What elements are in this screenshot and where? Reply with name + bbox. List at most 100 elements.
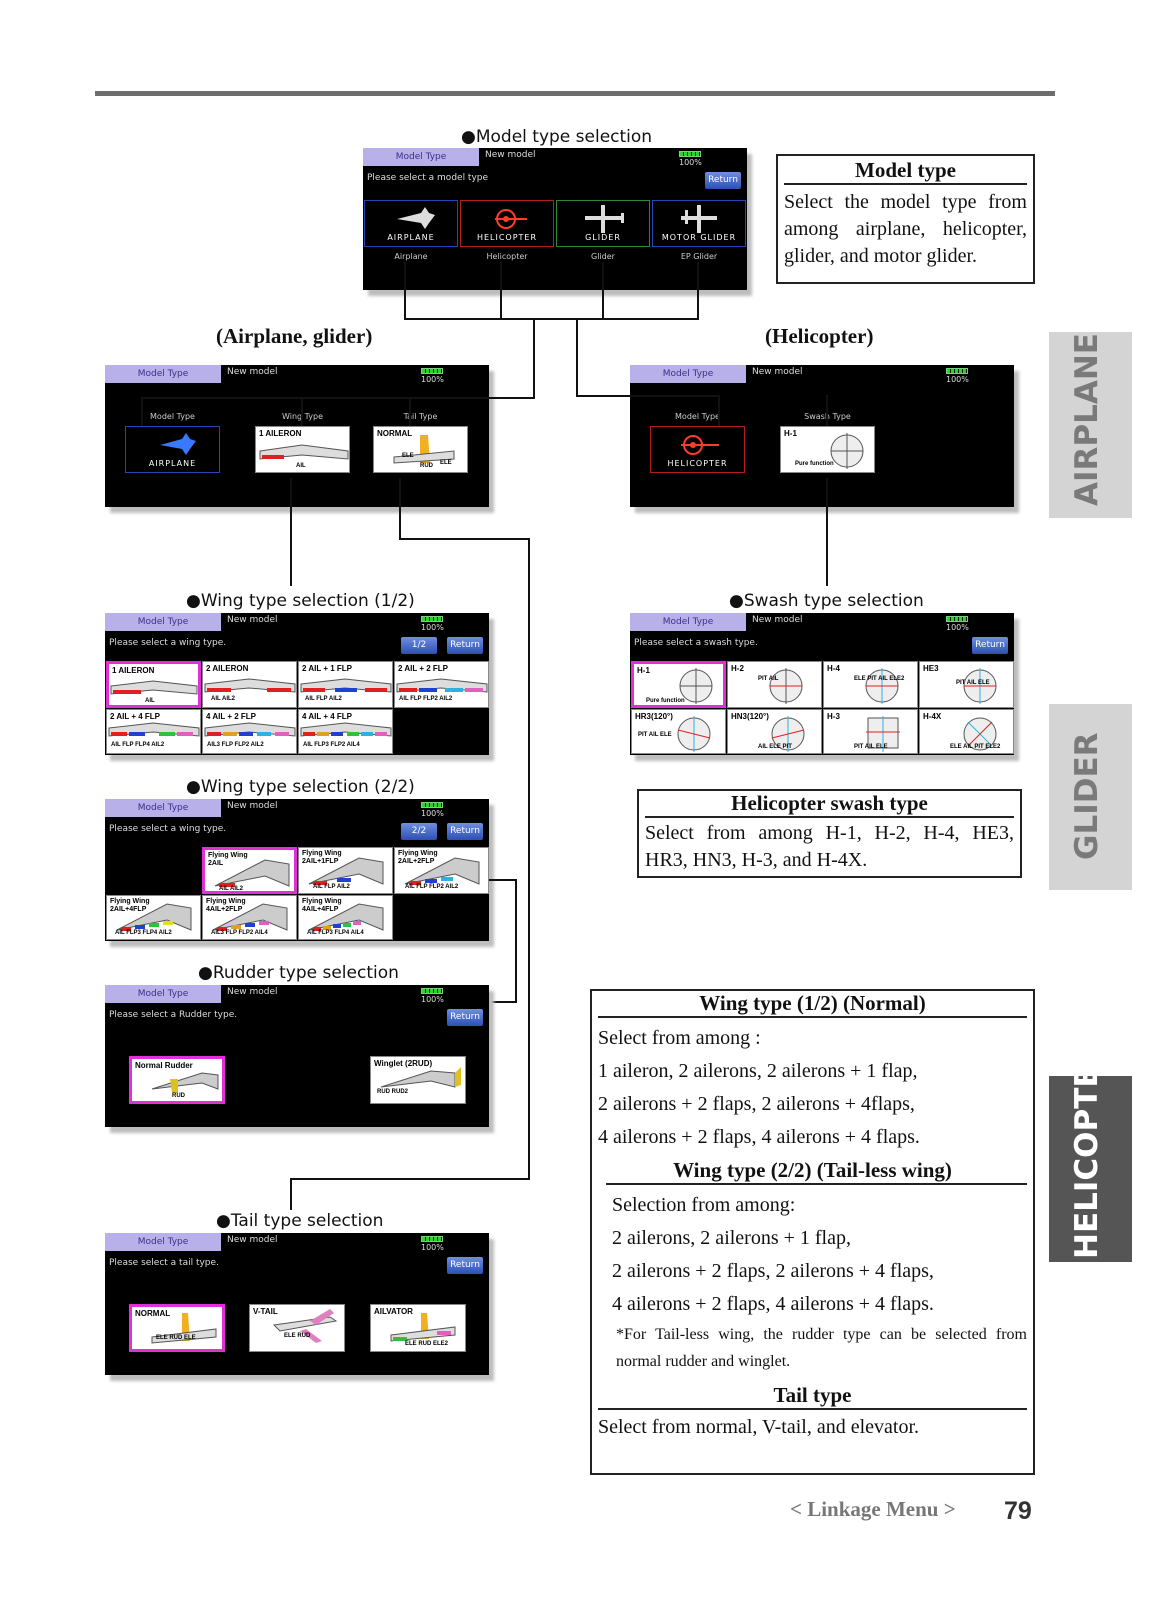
model-tile-airplane[interactable]: AIRPLANE <box>364 200 458 247</box>
airplane-model-tile[interactable]: AIRPLANE <box>125 426 220 473</box>
swash-tile-h4x[interactable]: H-4X ELE AIL PIT ELE2 <box>919 709 1014 754</box>
tile-name: Flying Wing 2AIL+1FLP <box>302 850 342 865</box>
tile-sub: ELE PIT AIL ELE2 <box>854 676 905 682</box>
wing-tile-fw-2ail-4flp[interactable]: Flying Wing 2AIL+4FLP AIL FLP3 FLP4 AIL2 <box>106 895 201 940</box>
tile-name: AIRPLANE <box>148 459 197 468</box>
tile-name: V-TAIL <box>253 1307 278 1316</box>
screen-tag: Model Type <box>363 148 479 166</box>
tile-sub: AIL FLP3 FLP4 AIL4 <box>307 930 364 936</box>
flying-wing-icon <box>214 859 290 887</box>
divider <box>784 183 1027 185</box>
wing-tile-2ail-4flp[interactable]: 2 AIL + 4 FLP AIL FLP FLP4 AIL2 <box>106 709 201 754</box>
tile-sub: PIT AIL ELE <box>956 680 990 686</box>
return-button[interactable]: Return <box>447 1257 483 1274</box>
connector <box>826 395 828 426</box>
swash-box-body: Select from among H-1, H-2, H-4, HE3, HR… <box>645 822 1014 871</box>
tile-sub: PIT AIL ELE <box>638 732 672 738</box>
tail-tile-normal[interactable]: NORMAL ELE RUD ELE <box>129 1304 225 1352</box>
connector <box>290 1178 530 1180</box>
swash-tile-he3[interactable]: HE3 PIT AIL ELE <box>919 661 1014 708</box>
tile-name: Flying Wing 2AIL+4FLP <box>110 898 150 913</box>
screen-header: Model Type New model 100% <box>363 148 747 167</box>
model-type-box-body: Select the model type from among airplan… <box>784 191 1027 267</box>
wing-tile-fw-2ail-1flp[interactable]: Flying Wing 2AIL+1FLP AIL FLP AIL2 <box>298 847 393 894</box>
model-tile-helicopter[interactable]: HELICOPTER <box>460 200 554 247</box>
tile-name: Flying Wing 2AIL+2FLP <box>398 850 438 865</box>
footer-section[interactable]: < Linkage Menu > <box>790 1497 956 1521</box>
side-tab-airplane[interactable]: AIRPLANE <box>1049 332 1132 518</box>
screen-tag: Model Type <box>105 799 221 817</box>
tile-sub: AIL FLP AIL2 <box>305 696 342 702</box>
swash-tile-h1[interactable]: H-1 Pure function <box>631 661 726 708</box>
side-tab-helicopter[interactable]: HELICOPTER <box>1049 1043 1132 1262</box>
connector <box>576 395 720 397</box>
rudder-tile-normal[interactable]: Normal Rudder RUD <box>129 1056 225 1104</box>
wing-tile-fw-2ail-2flp[interactable]: Flying Wing 2AIL+2FLP AIL FLP FLP2 AIL2 <box>394 847 489 894</box>
tail-type-screen: Model Type New model 100% Please select … <box>105 1233 489 1375</box>
wing-box-body-3: Select from normal, V-tail, and elevator… <box>598 1416 920 1438</box>
connector <box>404 262 406 319</box>
swash-icon <box>963 717 997 751</box>
flying-wing-icon <box>212 903 288 931</box>
model-type-box: Model type Select the model type from am… <box>776 154 1035 284</box>
swash-tile-hr3[interactable]: HR3(120°) PIT AIL ELE <box>631 709 726 754</box>
connector <box>500 262 502 319</box>
rudder-type-screen: Model Type New model 100% Please select … <box>105 985 489 1127</box>
tile-label-glider: Glider <box>591 252 615 261</box>
wing-tile-2ail-1flp[interactable]: 2 AIL + 1 FLP AIL FLP AIL2 <box>298 661 393 708</box>
tile-name: 1 AILERON <box>259 429 302 438</box>
tail-tile-ailvator[interactable]: AILVATOR ELE RUD ELE2 <box>370 1304 466 1352</box>
tile-sub: Pure function <box>795 461 834 467</box>
side-tab-label: HELICOPTER <box>1069 1042 1105 1259</box>
swash-type-tile[interactable]: H-1 Pure function <box>780 426 875 473</box>
return-button[interactable]: Return <box>447 1009 483 1026</box>
battery-icon <box>421 988 443 994</box>
return-button[interactable]: Return <box>972 637 1008 654</box>
wing-tile-fw-2ail[interactable]: Flying Wing 2AIL AIL AIL2 <box>202 847 297 894</box>
rudder-tile-winglet[interactable]: Winglet (2RUD) RUD RUD2 <box>370 1056 466 1104</box>
caption-swash-type: ●Swash type selection <box>729 591 924 611</box>
tile-sub: ELE RUD <box>284 1333 311 1339</box>
wing-box-lines-1: Select from among : 1 aileron, 2 aileron… <box>598 1022 1027 1154</box>
wing-type-tile[interactable]: 1 AILERON AIL <box>255 426 350 473</box>
wing-tile-2-aileron[interactable]: 2 AILERON AIL AIL2 <box>202 661 297 708</box>
model-name: New model <box>227 801 278 811</box>
tile-sub: AIL FLP AIL2 <box>313 884 350 890</box>
model-tile-glider[interactable]: GLIDER <box>556 200 650 247</box>
swash-tile-hn3[interactable]: HN3(120°) AIL ELE PIT <box>727 709 822 754</box>
model-tile-motor-glider[interactable]: MOTOR GLIDER <box>652 200 746 247</box>
swash-tile-h2[interactable]: H-2 PIT AIL <box>727 661 822 708</box>
wing-tile-4ail-2flp[interactable]: 4 AIL + 2 FLP AIL3 FLP FLP2 AIL2 <box>202 709 297 754</box>
wing-tile-4ail-4flp[interactable]: 4 AIL + 4 FLP AIL FLP3 FLP2 AIL4 <box>298 709 393 754</box>
screen-prompt: Please select a Rudder type. <box>109 1010 238 1020</box>
swash-tile-h3[interactable]: H-3 PIT AIL ELE <box>823 709 918 754</box>
tile-name: 2 AIL + 4 FLP <box>110 712 161 721</box>
page-button[interactable]: 2/2 <box>401 823 437 840</box>
side-tab-glider[interactable]: GLIDER <box>1049 704 1132 890</box>
wing-tile-fw-4ail-4flp[interactable]: Flying Wing 4AIL+4FLP AIL FLP3 FLP4 AIL4 <box>298 895 393 940</box>
tile-name: MOTOR GLIDER <box>661 233 737 242</box>
wing-tile-2ail-2flp[interactable]: 2 AIL + 2 FLP AIL FLP FLP2 AIL2 <box>394 661 489 708</box>
return-button[interactable]: Return <box>705 172 741 189</box>
wing-tile-fw-4ail-2flp[interactable]: Flying Wing 4AIL+2FLP AIL3 FLP FLP2 AIL4 <box>202 895 297 940</box>
page-button[interactable]: 1/2 <box>401 637 437 654</box>
glider-icon <box>585 205 624 233</box>
tile-sub: ELE <box>402 453 414 459</box>
tail-type-tile[interactable]: NORMAL ELE RUD ELE <box>373 426 468 473</box>
return-button[interactable]: Return <box>447 637 483 654</box>
swash-icon <box>679 668 713 704</box>
tile-name: 2 AIL + 1 FLP <box>302 664 353 673</box>
heli-model-tile[interactable]: HELICOPTER <box>650 426 745 473</box>
wing-tile-1-aileron[interactable]: 1 AILERON AIL <box>106 661 201 708</box>
tile-label-helicopter: Helicopter <box>486 252 528 261</box>
tail-icon <box>393 435 455 464</box>
v-tail-icon <box>272 1309 338 1343</box>
tile-sub: AIL FLP3 FLP4 AIL2 <box>115 930 172 936</box>
return-button[interactable]: Return <box>447 823 483 840</box>
connector <box>301 397 303 426</box>
tail-tile-v-tail[interactable]: V-TAIL ELE RUD <box>249 1304 345 1352</box>
battery-icon <box>421 368 443 374</box>
wing-icon <box>396 678 488 693</box>
connector <box>399 478 401 539</box>
swash-tile-h4[interactable]: H-4 ELE PIT AIL ELE2 <box>823 661 918 708</box>
